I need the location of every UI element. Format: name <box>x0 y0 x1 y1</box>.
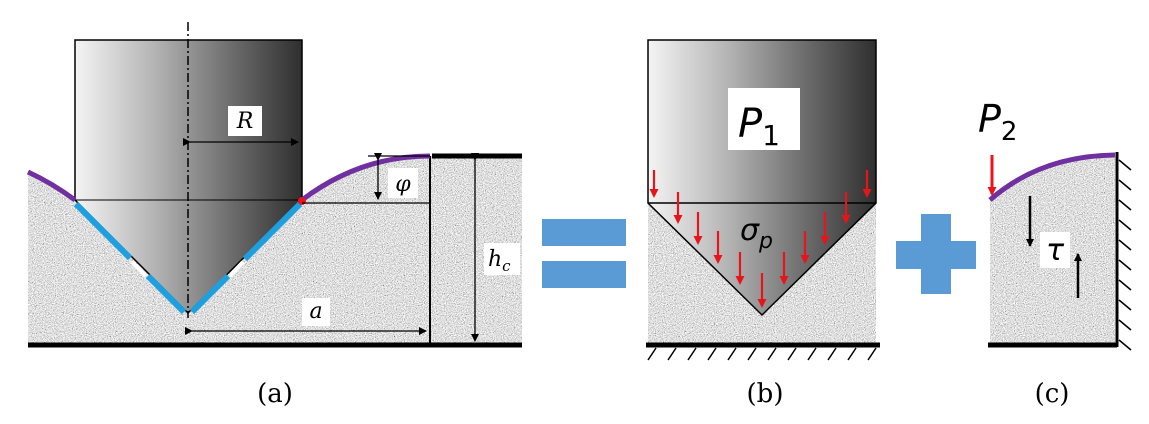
indenter-b <box>647 39 877 317</box>
hc-label-box <box>484 243 520 275</box>
hc-label: hc <box>488 247 511 275</box>
phi-label: φ <box>395 172 411 197</box>
wall-hatching-c <box>1118 159 1132 351</box>
panel-c: P2 τ (c) <box>978 97 1132 409</box>
contact-segments-right <box>189 201 303 315</box>
sigma-p-label: σp <box>740 213 773 254</box>
p2-label: P2 <box>978 97 1017 147</box>
equals-sign <box>542 219 626 288</box>
caption-a: (a) <box>257 379 293 409</box>
contact-segments-left <box>73 201 187 315</box>
panel-a: R φ hc a (a) <box>26 22 522 409</box>
p1-label-box <box>728 88 800 150</box>
support-hatching-b <box>647 347 877 361</box>
radius-label: R <box>236 109 254 134</box>
a-label-box <box>302 298 330 326</box>
p1-label: P1 <box>738 101 780 152</box>
contact-gaps <box>130 260 245 278</box>
crushed-zone-arc-c <box>988 152 1116 202</box>
panel-b: P1 σp <box>646 39 880 409</box>
crushed-zone-arc-left <box>26 169 77 203</box>
contact-point <box>298 197 306 205</box>
phi-label-box <box>388 168 418 198</box>
a-label: a <box>309 299 322 324</box>
tau-label: τ <box>1046 233 1065 268</box>
plus-sign <box>896 214 976 294</box>
caption-c: (c) <box>1035 379 1070 409</box>
caption-b: (b) <box>747 379 784 409</box>
radius-label-box <box>228 106 262 136</box>
pressure-arrows <box>649 170 872 308</box>
tau-label-box <box>1040 232 1070 268</box>
